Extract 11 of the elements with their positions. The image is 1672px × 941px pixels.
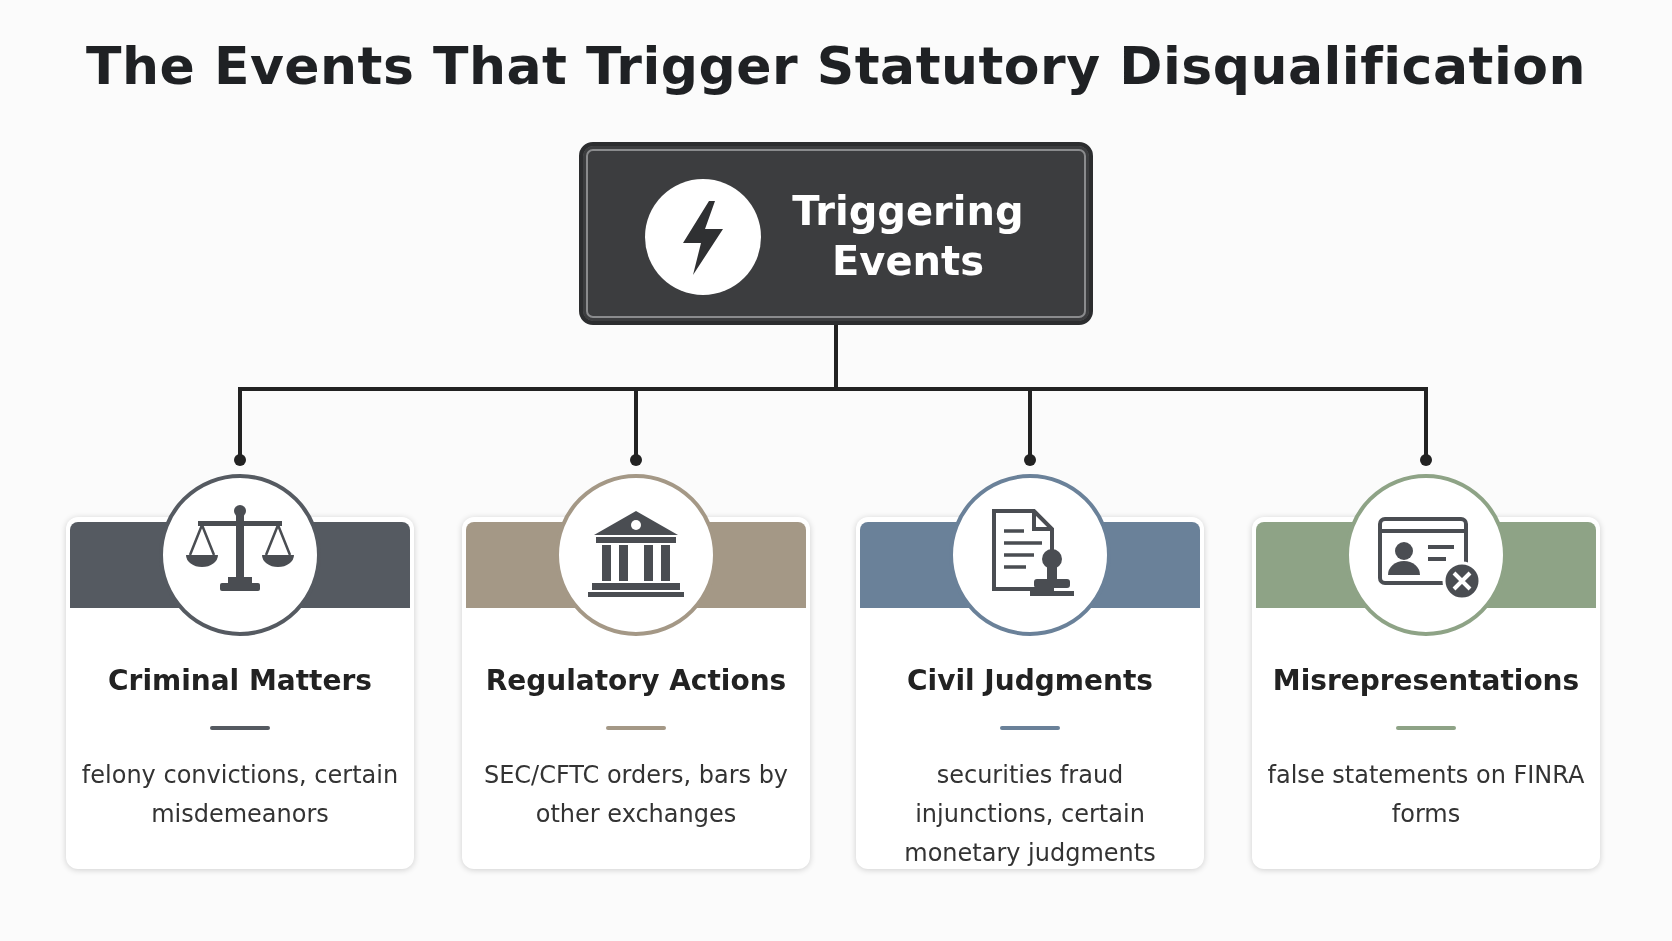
diagram-title: The Events That Trigger Statutory Disqualification [85, 36, 1587, 96]
card-description: felony convictions, certain misdemeanors [80, 760, 400, 830]
card-heading: Regulatory Actions [484, 664, 788, 697]
card-description: SEC/CFTC orders, bars by other exchanges [482, 760, 790, 830]
card-heading: Criminal Matters [107, 664, 373, 697]
card-description: securities fraud injunctions, certain monetary judgments [903, 760, 1157, 869]
root-box [579, 142, 1093, 325]
node-title: Triggering Events [791, 187, 1025, 286]
card-description: false statements on FINRA forms [1266, 760, 1586, 830]
card-heading: Civil Judgments [906, 664, 1154, 697]
card-heading: Misrepresentations [1271, 664, 1581, 697]
